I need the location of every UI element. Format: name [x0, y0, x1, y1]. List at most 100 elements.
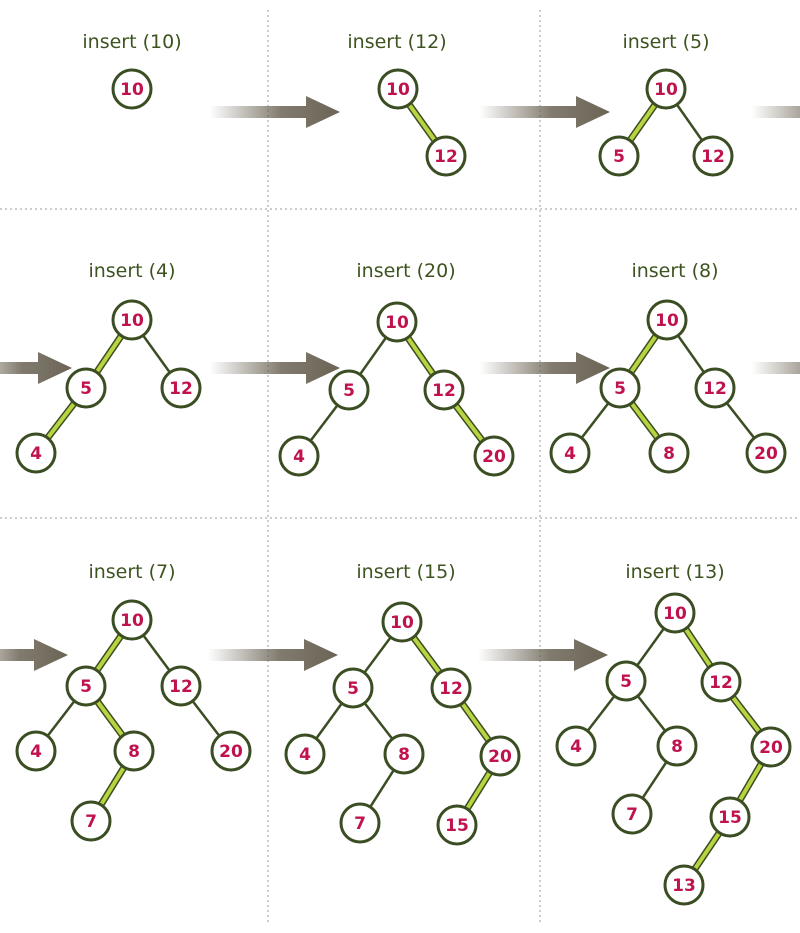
tree-node-13: 13: [663, 864, 705, 906]
panel-step-4: insert (4) 10 5 12 4: [15, 260, 202, 474]
node-label: 20: [219, 742, 243, 762]
panel-step-8: insert (15) 10 5 12 4 8 20 7 15: [284, 561, 521, 846]
node-circle: [750, 726, 792, 768]
node-circle: [328, 369, 370, 411]
panel-title: insert (7): [88, 561, 175, 583]
node-label: 12: [434, 147, 458, 167]
node-circle: [383, 733, 425, 775]
node-label: 5: [343, 381, 355, 401]
node-circle: [700, 661, 742, 703]
tree-node-5: 5: [599, 367, 641, 409]
node-label: 12: [439, 679, 463, 699]
node-circle: [645, 68, 687, 110]
node-label: 5: [80, 379, 92, 399]
node-circle: [15, 730, 57, 772]
node-circle: [663, 864, 705, 906]
node-circle: [694, 367, 736, 409]
tree-node-10: 10: [111, 68, 153, 110]
node-label: 10: [655, 311, 679, 331]
flow-arrow: [210, 96, 340, 128]
node-label: 20: [482, 447, 506, 467]
node-label: 10: [120, 611, 144, 631]
node-label: 4: [570, 737, 582, 757]
flow-arrow: [752, 106, 800, 118]
node-circle: [425, 135, 467, 177]
tree-node-4: 4: [284, 733, 326, 775]
node-circle: [599, 367, 641, 409]
panel-step-5: insert (20) 10 5 12 4 20: [278, 260, 515, 477]
node-label: 12: [709, 673, 733, 693]
tree-node-12: 12: [160, 665, 202, 707]
tree-node-12: 12: [425, 135, 467, 177]
node-circle: [160, 665, 202, 707]
node-circle: [210, 730, 252, 772]
node-label: 12: [169, 379, 193, 399]
node-label: 10: [390, 613, 414, 633]
tree-node-5: 5: [328, 369, 370, 411]
node-label: 4: [293, 447, 305, 467]
node-circle: [745, 432, 787, 474]
tree-node-5: 5: [65, 367, 107, 409]
flow-arrow: [0, 639, 68, 671]
node-label: 5: [620, 672, 632, 692]
node-circle: [376, 301, 418, 343]
tree-node-8: 8: [113, 730, 155, 772]
tree-node-5: 5: [605, 660, 647, 702]
node-circle: [339, 802, 381, 844]
node-label: 20: [759, 738, 783, 758]
panel-title: insert (13): [625, 561, 724, 583]
tree-node-20: 20: [750, 726, 792, 768]
node-circle: [555, 725, 597, 767]
tree-node-10: 10: [376, 301, 418, 343]
tree-node-4: 4: [278, 435, 320, 477]
node-circle: [473, 435, 515, 477]
tree-node-8: 8: [383, 733, 425, 775]
tree-node-7: 7: [611, 793, 653, 835]
node-label: 12: [169, 677, 193, 697]
node-circle: [692, 135, 734, 177]
tree-node-12: 12: [160, 367, 202, 409]
node-label: 15: [445, 816, 469, 836]
node-label: 8: [128, 742, 140, 762]
node-circle: [430, 667, 472, 709]
tree-node-10: 10: [111, 299, 153, 341]
tree-node-10: 10: [377, 68, 419, 110]
node-label: 10: [654, 80, 678, 100]
tree-node-4: 4: [15, 432, 57, 474]
panel-title: insert (15): [356, 561, 455, 583]
node-label: 5: [80, 677, 92, 697]
panel-step-1: insert (10)10: [82, 31, 182, 110]
panel-title: insert (4): [88, 260, 175, 282]
node-label: 5: [613, 147, 625, 167]
node-label: 5: [347, 679, 359, 699]
node-circle: [65, 367, 107, 409]
node-circle: [709, 796, 751, 838]
node-label: 10: [663, 604, 687, 624]
node-label: 8: [671, 737, 683, 757]
tree-node-7: 7: [339, 802, 381, 844]
node-circle: [278, 435, 320, 477]
panel-separators: [0, 10, 800, 925]
flow-arrow: [480, 96, 610, 128]
panel-title: insert (20): [356, 260, 455, 282]
tree-node-10: 10: [645, 68, 687, 110]
node-circle: [70, 800, 112, 842]
node-label: 13: [672, 876, 696, 896]
node-circle: [605, 660, 647, 702]
tree-node-10: 10: [381, 601, 423, 643]
tree-node-7: 7: [70, 800, 112, 842]
node-label: 20: [488, 747, 512, 767]
node-circle: [111, 599, 153, 641]
step-arrows: [0, 96, 800, 671]
node-circle: [479, 735, 521, 777]
tree-node-20: 20: [473, 435, 515, 477]
tree-node-10: 10: [646, 299, 688, 341]
tree-node-12: 12: [423, 369, 465, 411]
node-circle: [646, 299, 688, 341]
node-label: 12: [701, 147, 725, 167]
flow-arrow: [752, 362, 800, 374]
